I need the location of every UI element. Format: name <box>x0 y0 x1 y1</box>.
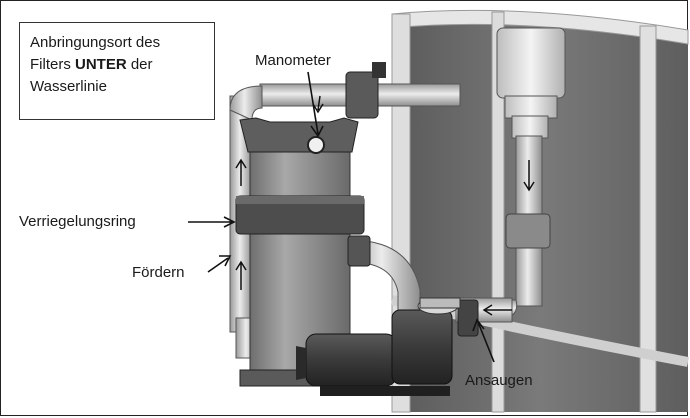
leader-lines <box>188 71 495 363</box>
label-manometer: Manometer <box>255 52 331 69</box>
arrow-left-icon <box>482 304 512 316</box>
note-line-2-post: der <box>126 56 153 73</box>
pump <box>296 297 461 396</box>
pointer-arrow-icon <box>207 255 232 273</box>
label-suction: Ansaugen <box>465 372 533 389</box>
flow-arrows <box>235 95 535 316</box>
placement-note-callout: Anbringungsort des Filters UNTER der Was… <box>19 22 215 120</box>
arrow-down-icon <box>523 160 535 192</box>
label-delivery: Fördern <box>132 264 185 281</box>
pointer-arrow-icon <box>307 71 324 138</box>
note-line-2-emphasis: UNTER <box>75 56 127 73</box>
note-line-2-pre: Filters <box>30 56 75 73</box>
manometer-gauge-icon <box>307 136 325 154</box>
note-line-3: Wasserlinie <box>30 78 107 95</box>
pointer-arrow-icon <box>472 318 495 363</box>
pointer-arrow-icon <box>188 216 236 228</box>
label-locking-ring: Verriegelungsring <box>19 213 136 230</box>
arrow-up-icon <box>235 158 247 186</box>
arrow-up-icon <box>235 260 247 290</box>
note-line-2: Filters UNTER der <box>30 54 206 76</box>
arrow-down-icon <box>312 95 324 114</box>
note-line-1: Anbringungsort des <box>30 34 161 51</box>
pump-hose <box>347 235 421 311</box>
